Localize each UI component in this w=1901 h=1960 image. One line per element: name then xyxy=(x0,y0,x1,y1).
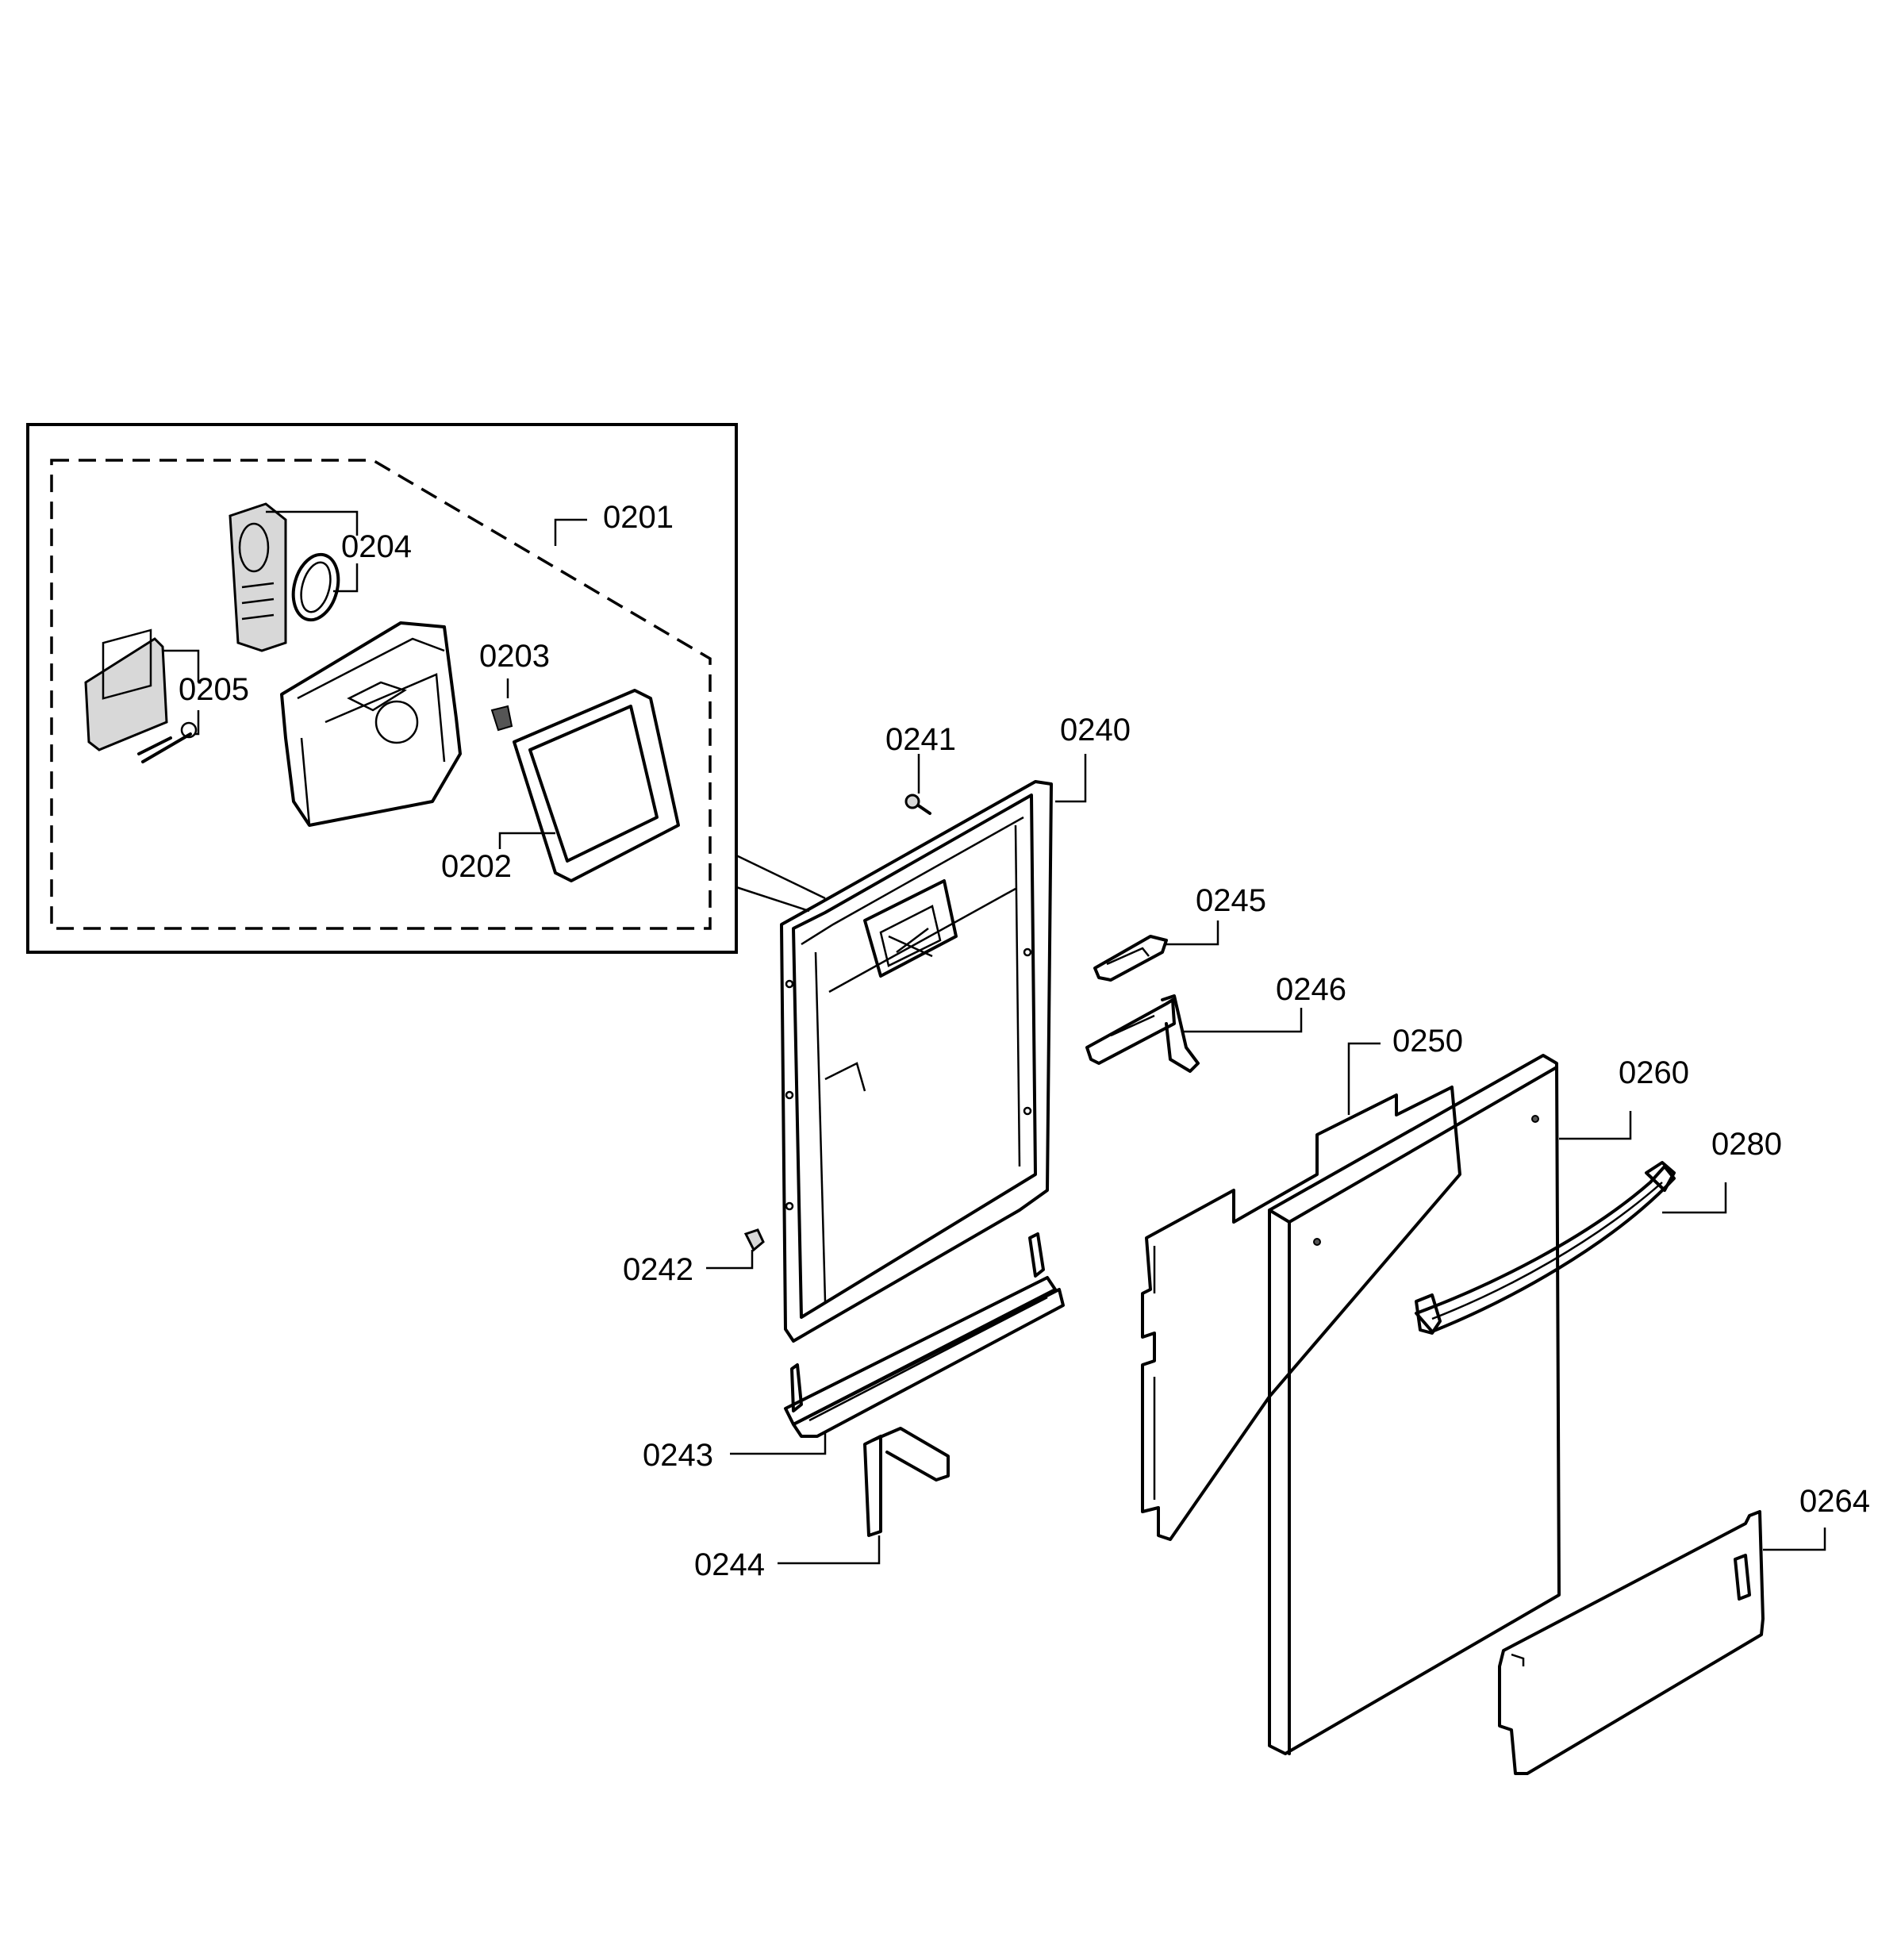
latch-part xyxy=(490,705,513,732)
dispenser-seal-frame-part xyxy=(513,689,680,882)
label-0245: 0245 xyxy=(1196,883,1266,918)
label-0240: 0240 xyxy=(1060,713,1131,747)
label-0243: 0243 xyxy=(643,1438,713,1473)
label-0202: 0202 xyxy=(441,849,512,884)
door-handle-part xyxy=(1415,1161,1676,1335)
label-0205: 0205 xyxy=(179,672,249,707)
spring-part xyxy=(137,721,198,763)
label-0260: 0260 xyxy=(1619,1055,1689,1090)
label-0203: 0203 xyxy=(479,639,550,674)
hinge-part xyxy=(1093,935,1168,982)
clip-part xyxy=(743,1228,765,1252)
label-0280: 0280 xyxy=(1711,1127,1782,1162)
part-number-labels: 0201 0204 0203 0205 0202 0241 0240 0245 … xyxy=(179,500,1870,1582)
detail-inset xyxy=(26,423,826,954)
label-0246: 0246 xyxy=(1276,972,1346,1007)
label-0241: 0241 xyxy=(885,722,956,757)
bottom-rail-part xyxy=(784,1232,1065,1438)
dispenser-body-part xyxy=(280,621,462,827)
rinse-aid-cover-part xyxy=(84,628,168,751)
outer-door-panel-part xyxy=(1268,1054,1561,1755)
screw-part xyxy=(904,794,931,815)
inner-door-part xyxy=(780,780,1053,1343)
label-0201: 0201 xyxy=(603,500,674,535)
bracket-part xyxy=(863,1427,950,1537)
insulation-panel-part xyxy=(1141,1086,1461,1541)
leader-lines xyxy=(163,510,1826,1565)
hinge-arm-part xyxy=(1085,994,1200,1073)
label-0204: 0204 xyxy=(341,529,412,564)
label-0242: 0242 xyxy=(623,1252,693,1287)
oval-gasket-part xyxy=(291,552,340,622)
kick-plate-part xyxy=(1498,1510,1765,1775)
label-0244: 0244 xyxy=(694,1547,765,1582)
label-0250: 0250 xyxy=(1392,1024,1463,1059)
dispenser-lid-part xyxy=(229,502,287,652)
label-0264: 0264 xyxy=(1799,1484,1870,1519)
